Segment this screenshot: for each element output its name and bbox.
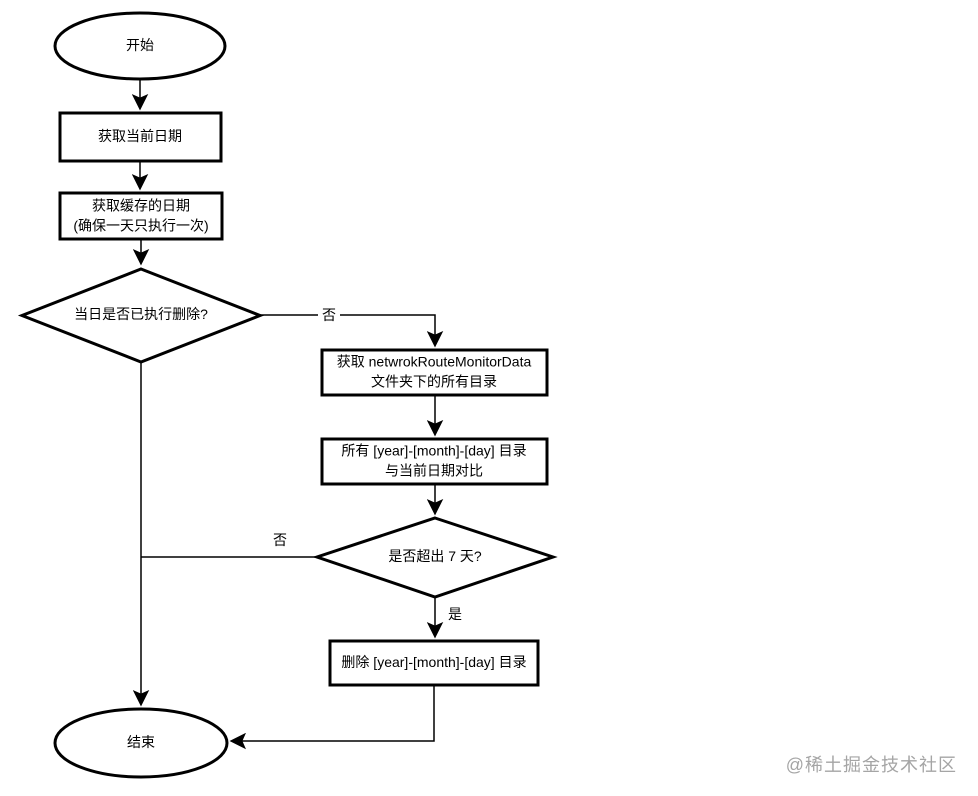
edge-decision1-no xyxy=(260,314,444,348)
edge-no-top-label: 否 xyxy=(318,305,340,325)
get-directories-box xyxy=(320,348,549,397)
start-label: 开始 xyxy=(126,37,154,54)
compare-directories-box xyxy=(320,437,549,486)
watermark: @稀土掘金技术社区 xyxy=(785,755,957,775)
get-current-date-label: 获取当前日期 xyxy=(98,128,182,145)
compare-directories-label: 所有 [year]-[month]-[day] 目录 与当前日期对比 xyxy=(341,442,527,478)
over-7-days-diamond xyxy=(312,516,558,599)
deleted-today-diamond xyxy=(17,267,265,364)
end-label: 结束 xyxy=(127,734,155,751)
delete-directory-box xyxy=(328,639,540,687)
get-current-date-box xyxy=(58,111,223,163)
get-cached-date-box xyxy=(58,191,224,241)
edge-no-left-label: 否 xyxy=(273,532,287,548)
deleted-today-label: 当日是否已执行删除? xyxy=(74,306,208,323)
get-cached-date-label: 获取缓存的日期 (确保一天只执行一次) xyxy=(73,197,209,233)
delete-directory-label: 删除 [year]-[month]-[day] 目录 xyxy=(341,654,527,671)
start-ellipse xyxy=(53,11,227,81)
edge-delete-to-end xyxy=(229,685,435,750)
edge-yes-label: 是 xyxy=(448,606,462,622)
over-7-days-label: 是否超出 7 天? xyxy=(388,548,482,565)
get-directories-label: 获取 netwrokRouteMonitorData 文件夹下的所有目录 xyxy=(336,353,532,389)
end-ellipse xyxy=(53,707,229,779)
